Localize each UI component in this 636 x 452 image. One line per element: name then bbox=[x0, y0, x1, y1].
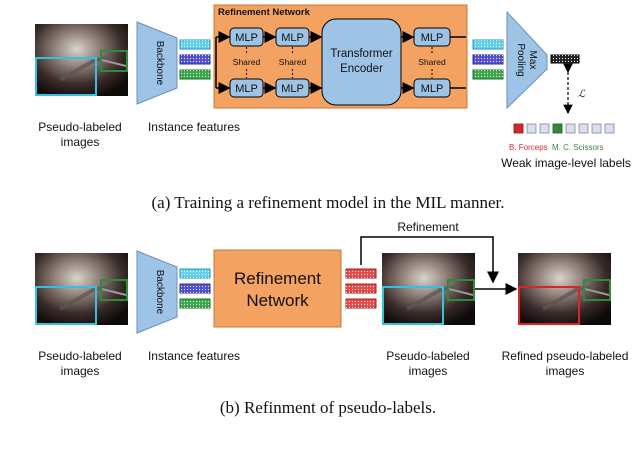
transformer-label-2: Encoder bbox=[340, 63, 383, 75]
instance-box-green bbox=[100, 279, 128, 301]
refined-label-1: Refined pseudo-labeled bbox=[502, 349, 629, 363]
transformer-encoder-box bbox=[321, 18, 402, 106]
instance-box-cyan bbox=[35, 286, 97, 325]
backbone-block-b bbox=[136, 250, 178, 334]
pseudo-labeled-label-a2: images bbox=[61, 135, 100, 149]
instance-box-cyan bbox=[35, 57, 97, 96]
caption-b: (b) Refinment of pseudo-labels. bbox=[220, 398, 436, 417]
refinement-network-title: Refinement Network bbox=[218, 7, 311, 18]
instance-box-green bbox=[583, 279, 611, 301]
refinement-arrow-path bbox=[360, 236, 499, 284]
pseudo-labeled-label-a1: Pseudo-labeled bbox=[38, 120, 121, 134]
shared-label: Shared bbox=[418, 57, 446, 67]
mlp-box bbox=[229, 78, 264, 98]
instance-features-label-b: Instance features bbox=[148, 349, 240, 363]
surgical-image-b-middle bbox=[382, 253, 475, 325]
caption-a: (a) Training a refinement model in the M… bbox=[152, 193, 505, 212]
surgical-image-a bbox=[35, 24, 128, 96]
surgical-image-b-input bbox=[35, 253, 128, 325]
panel-b: Pseudo-labeled images Backbone Instance … bbox=[35, 220, 628, 417]
backbone-label-b: Backbone bbox=[154, 270, 165, 315]
mlp-label: MLP bbox=[421, 32, 444, 44]
backbone-label-a: Backbone bbox=[154, 41, 165, 86]
refinement-network-label-1: Refinement bbox=[234, 269, 321, 288]
shared-label: Shared bbox=[279, 57, 307, 67]
shared-label: Shared bbox=[233, 57, 261, 67]
loss-symbol: ℒ bbox=[578, 89, 586, 100]
output-features-a bbox=[472, 39, 504, 80]
refined-label-2: images bbox=[546, 364, 585, 378]
max-pooling-label-2: Pooling bbox=[515, 43, 526, 76]
refinement-arrow-label: Refinement bbox=[397, 220, 459, 234]
refined-features-b bbox=[345, 268, 377, 309]
instance-features-label-a: Instance features bbox=[148, 120, 240, 134]
instance-box-green bbox=[100, 50, 128, 72]
mlp-group-a: MLP MLP MLP MLP MLP MLP bbox=[229, 27, 451, 98]
pseudo-labeled-label-b2: images bbox=[61, 364, 100, 378]
shared-connectors bbox=[246, 47, 433, 78]
pseudo-labeled-out-label-2: images bbox=[409, 364, 448, 378]
instance-box-red bbox=[518, 286, 580, 325]
instance-box-cyan bbox=[382, 286, 444, 325]
refinement-network-label-2: Network bbox=[246, 291, 309, 310]
backbone-block-a bbox=[136, 21, 178, 105]
instance-box-green bbox=[447, 279, 475, 301]
mlp-label: MLP bbox=[281, 32, 304, 44]
mlp-label: MLP bbox=[281, 83, 304, 95]
class-label-mc-scissors: M. C. Scissors bbox=[552, 143, 604, 152]
max-pooling-label-1: Max bbox=[527, 51, 538, 70]
flow-lines-a bbox=[215, 31, 466, 94]
weak-label-vector bbox=[513, 123, 615, 134]
transformer-label-1: Transformer bbox=[330, 48, 392, 60]
mlp-box bbox=[413, 78, 451, 98]
weak-labels-label: Weak image-level labels bbox=[501, 156, 631, 170]
pseudo-labeled-out-label-1: Pseudo-labeled bbox=[386, 349, 469, 363]
pseudo-labeled-label-b1: Pseudo-labeled bbox=[38, 349, 121, 363]
mlp-label: MLP bbox=[235, 83, 258, 95]
class-label-b-forceps: B. Forceps bbox=[509, 143, 548, 152]
mlp-label: MLP bbox=[421, 83, 444, 95]
mlp-box bbox=[229, 27, 264, 47]
surgical-image-b-refined bbox=[518, 253, 611, 325]
max-pooling-block bbox=[506, 10, 548, 110]
mlp-label: MLP bbox=[235, 32, 258, 44]
refinement-network-box-b bbox=[213, 249, 342, 328]
mlp-box bbox=[413, 27, 451, 47]
mlp-box bbox=[275, 78, 310, 98]
panel-a: Pseudo-labeled images Backbone Instance … bbox=[35, 4, 631, 212]
mlp-box bbox=[275, 27, 310, 47]
instance-features-a bbox=[179, 39, 211, 80]
instance-features-b bbox=[179, 268, 211, 309]
